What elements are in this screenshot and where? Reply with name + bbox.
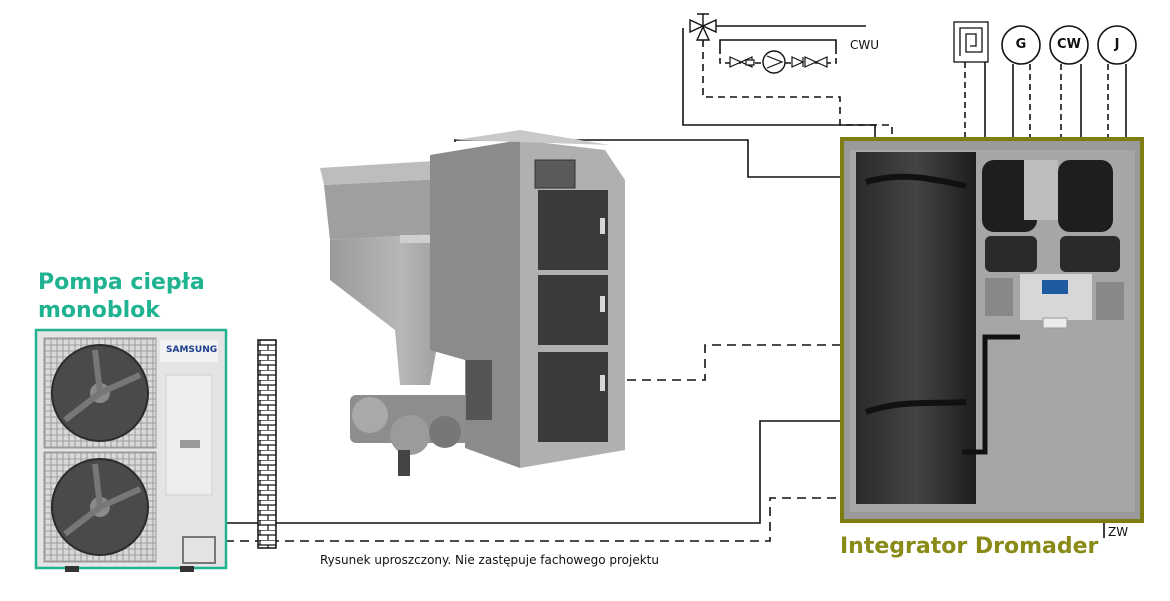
pellet-boiler — [320, 130, 625, 476]
heat-pump-title-line1: Pompa ciepła — [38, 270, 205, 295]
integrator-cabinet — [840, 137, 1144, 523]
circuit-g-icon — [1001, 25, 1041, 65]
pipe-cwu-supply — [682, 28, 876, 139]
brick-wall-icon — [257, 339, 277, 549]
buffer-tank — [856, 152, 976, 504]
pipe-boiler-supply — [454, 139, 842, 178]
disclaimer-note: Rysunek uproszczony. Nie zastępuje facho… — [320, 553, 659, 567]
heat-pump-brand: SAMSUNG — [166, 345, 218, 355]
floor-heating-coil-icon — [953, 21, 989, 63]
pipe-cwu-return — [702, 40, 893, 139]
label-g: G — [1015, 37, 1027, 52]
pipe-pump-loop-top — [719, 39, 837, 48]
three-way-valve-icon — [689, 13, 717, 41]
heat-pump-unit — [34, 328, 228, 572]
pipework — [225, 25, 1127, 542]
circuit-j-icon — [1097, 25, 1137, 65]
pipe-pump-supply — [225, 420, 842, 524]
label-cwu: CWU — [850, 38, 880, 52]
label-zw: ZW — [1108, 525, 1129, 539]
check-valve-icon — [791, 56, 828, 68]
pipe-boiler-return — [612, 344, 842, 381]
label-cw: CW — [1057, 37, 1081, 52]
check-valve-icon — [729, 56, 755, 68]
heat-pump-title-line2: monoblok — [38, 298, 160, 323]
label-j: J — [1114, 37, 1120, 52]
pipe-pump-return — [225, 497, 842, 542]
integrator-title: Integrator Dromader — [840, 534, 1099, 559]
circuit-cw-icon — [1049, 25, 1089, 65]
